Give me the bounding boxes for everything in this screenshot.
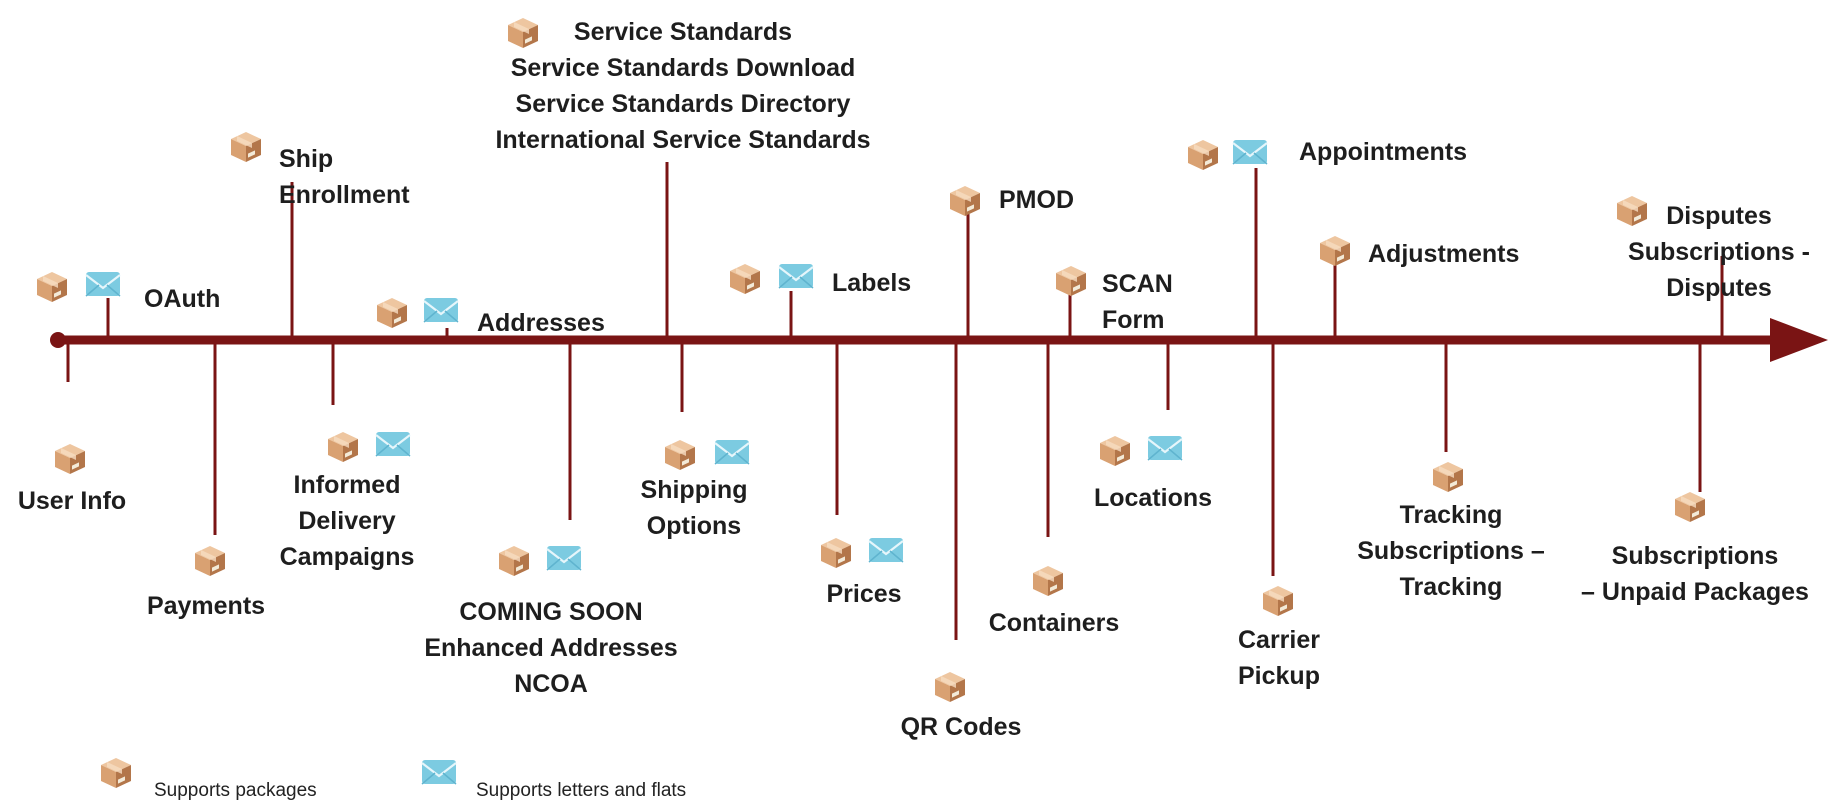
legend-letter-icon [420,758,458,786]
user-info-label-line: User Info [17,487,127,515]
appointments-letter-icon [1231,138,1269,166]
informed-delivery-label-line: Campaigns [279,543,415,571]
labels-label-line: Labels [832,269,912,297]
prices-label-line: Prices [826,580,902,608]
unpaid-packages-label-line: – Unpaid Packages [1581,578,1809,606]
addresses-letter-icon [422,296,460,324]
unpaid-packages-package-icon [1675,492,1705,522]
tracking-subscriptions-label-line: Tracking [1399,573,1503,601]
disputes-label-line: Subscriptions - [1628,238,1810,266]
service-standards-label-line: International Service Standards [495,126,871,154]
shipping-options-label-line: Shipping [640,476,748,504]
labels-package-icon [730,264,760,294]
unpaid-packages-label-line: Subscriptions [1611,542,1779,570]
shipping-options-label-line: Options [646,512,742,540]
locations-letter-icon [1146,434,1184,462]
appointments-label: Appointments [1299,134,1467,170]
addresses-package-icon [377,298,407,328]
payments-label: Payments [147,588,265,624]
appointments-package-icon [1188,140,1218,170]
carrier-pickup-label-line: Carrier [1238,626,1320,654]
locations-label-line: Locations [1093,484,1213,512]
locations-label: Locations [1094,480,1212,516]
legend-package-label: Supports packages [154,780,317,801]
enhanced-addresses-label-line: Enhanced Addresses [424,634,678,662]
addresses-label: Addresses [477,305,605,341]
informed-delivery-package-icon [328,432,358,462]
service-standards-label-line: Service Standards Download [510,54,856,82]
shipping-options-package-icon [665,440,695,470]
labels-letter-icon [777,262,815,290]
user-info-label: User Info [18,483,126,519]
legend-package-icon [101,758,131,788]
adjustments-label-line: Adjustments [1368,240,1520,268]
enhanced-addresses-letter-icon [545,544,583,572]
enhanced-addresses-package-icon [499,546,529,576]
service-standards-label-line: Service Standards [573,18,793,46]
carrier-pickup-label-line: Pickup [1238,662,1320,690]
informed-delivery-label-line: Informed [293,471,401,499]
timeline-arrowhead [1770,318,1828,362]
pmod-label: PMOD [999,182,1074,218]
informed-delivery-label-line: Delivery [298,507,396,535]
ship-enrollment-package-icon [231,132,261,162]
scan-form-label-line: Form [1102,306,1165,334]
payments-package-icon [195,546,225,576]
shipping-options-letter-icon [713,438,751,466]
tracking-subscriptions-label-line: Tracking [1399,501,1503,529]
tracking-subscriptions-package-icon [1433,462,1463,492]
ship-enrollment-label-line: Ship [279,145,334,173]
locations-package-icon [1100,436,1130,466]
unpaid-packages-label: Subscriptions – Unpaid Packages [1581,538,1809,610]
containers-package-icon [1033,566,1063,596]
oauth-package-icon [37,272,67,302]
adjustments-label: Adjustments [1368,236,1519,272]
oauth-label: OAuth [144,281,220,317]
service-standards-label-line: Service Standards Directory [515,90,851,118]
legend-letter-label: Supports letters and flats [476,780,687,801]
scan-form-label: SCAN Form [1102,266,1173,338]
user-info-package-icon [55,444,85,474]
qr-codes-package-icon [935,672,965,702]
prices-label: Prices [826,576,901,612]
scan-form-package-icon [1056,266,1086,296]
qr-codes-label-line: QR Codes [900,713,1022,741]
informed-delivery-letter-icon [374,430,412,458]
addresses-label-line: Addresses [477,309,605,337]
oauth-letter-icon [84,270,122,298]
disputes-label-line: Disputes [1666,202,1772,230]
enhanced-addresses-label-line: NCOA [514,670,588,698]
timeline-start-dot [50,332,66,348]
disputes-label-line: Disputes [1666,274,1772,302]
enhanced-addresses-label-line: COMING SOON [459,598,643,626]
adjustments-package-icon [1320,236,1350,266]
oauth-label-line: OAuth [144,285,221,313]
prices-package-icon [821,538,851,568]
prices-letter-icon [867,536,905,564]
pmod-package-icon [950,186,980,216]
labels-label: Labels [832,265,911,301]
ship-enrollment-label-line: Enrollment [279,181,410,209]
qr-codes-label: QR Codes [901,709,1022,745]
containers-label-line: Containers [988,609,1120,637]
scan-form-label-line: SCAN [1102,270,1173,298]
payments-label-line: Payments [146,592,266,620]
tracking-subscriptions-label-line: Subscriptions – [1357,537,1545,565]
appointments-label-line: Appointments [1299,138,1468,166]
pmod-label-line: PMOD [999,186,1074,214]
containers-label: Containers [989,605,1120,641]
carrier-pickup-package-icon [1263,586,1293,616]
